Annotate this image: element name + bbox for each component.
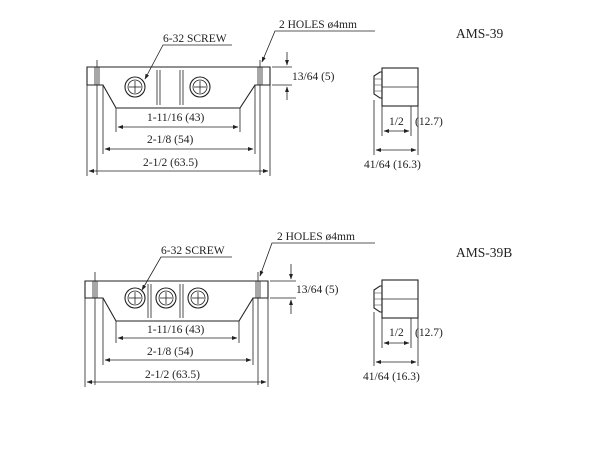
side-width-mm: (12.7) — [415, 327, 443, 339]
body-outline — [86, 66, 271, 109]
dimension-54: 2-1/8 (54) — [147, 346, 193, 358]
side-depth-dimension: 41/64 (16.3) — [363, 371, 420, 383]
side-view: 1/2 (12.7) 41/64 (16.3) — [364, 67, 443, 171]
screw-icon — [124, 287, 146, 309]
drawing-ams-39: AMS-39 — [86, 19, 504, 176]
dimension-63-5: 2-1/2 (63.5) — [143, 157, 198, 169]
holes-callout: 2 HOLES ø4mm — [277, 231, 355, 243]
screw-callout: 6-32 SCREW — [163, 33, 227, 45]
model-label: AMS-39 — [456, 26, 504, 41]
front-view — [86, 60, 271, 175]
dimension-43: 1-11/16 (43) — [147, 324, 205, 336]
dimension-54: 2-1/8 (54) — [147, 134, 193, 146]
body-outline — [84, 280, 269, 322]
model-label: AMS-39B — [456, 245, 512, 260]
screw-icon — [124, 76, 146, 98]
side-view: 1/2 (12.7) 41/64 (16.3) — [363, 279, 443, 383]
height-dimension: 13/64 (5) — [296, 284, 339, 296]
side-width-dimension: 1/2 — [389, 327, 404, 339]
drawing-ams-39b: AMS-39B — [84, 231, 512, 387]
holes-callout: 2 HOLES ø4mm — [279, 19, 357, 31]
screw-icon — [189, 76, 211, 98]
side-depth-dimension: 41/64 (16.3) — [364, 159, 421, 171]
screw-icon — [187, 287, 209, 309]
screw-icon — [155, 287, 177, 309]
side-width-dimension: 1/2 — [389, 116, 404, 128]
dimension-63-5: 2-1/2 (63.5) — [145, 369, 200, 381]
side-width-mm: (12.7) — [415, 116, 443, 128]
height-dimension: 13/64 (5) — [292, 71, 335, 83]
screw-callout: 6-32 SCREW — [161, 245, 225, 257]
dimension-43: 1-11/16 (43) — [147, 112, 205, 124]
